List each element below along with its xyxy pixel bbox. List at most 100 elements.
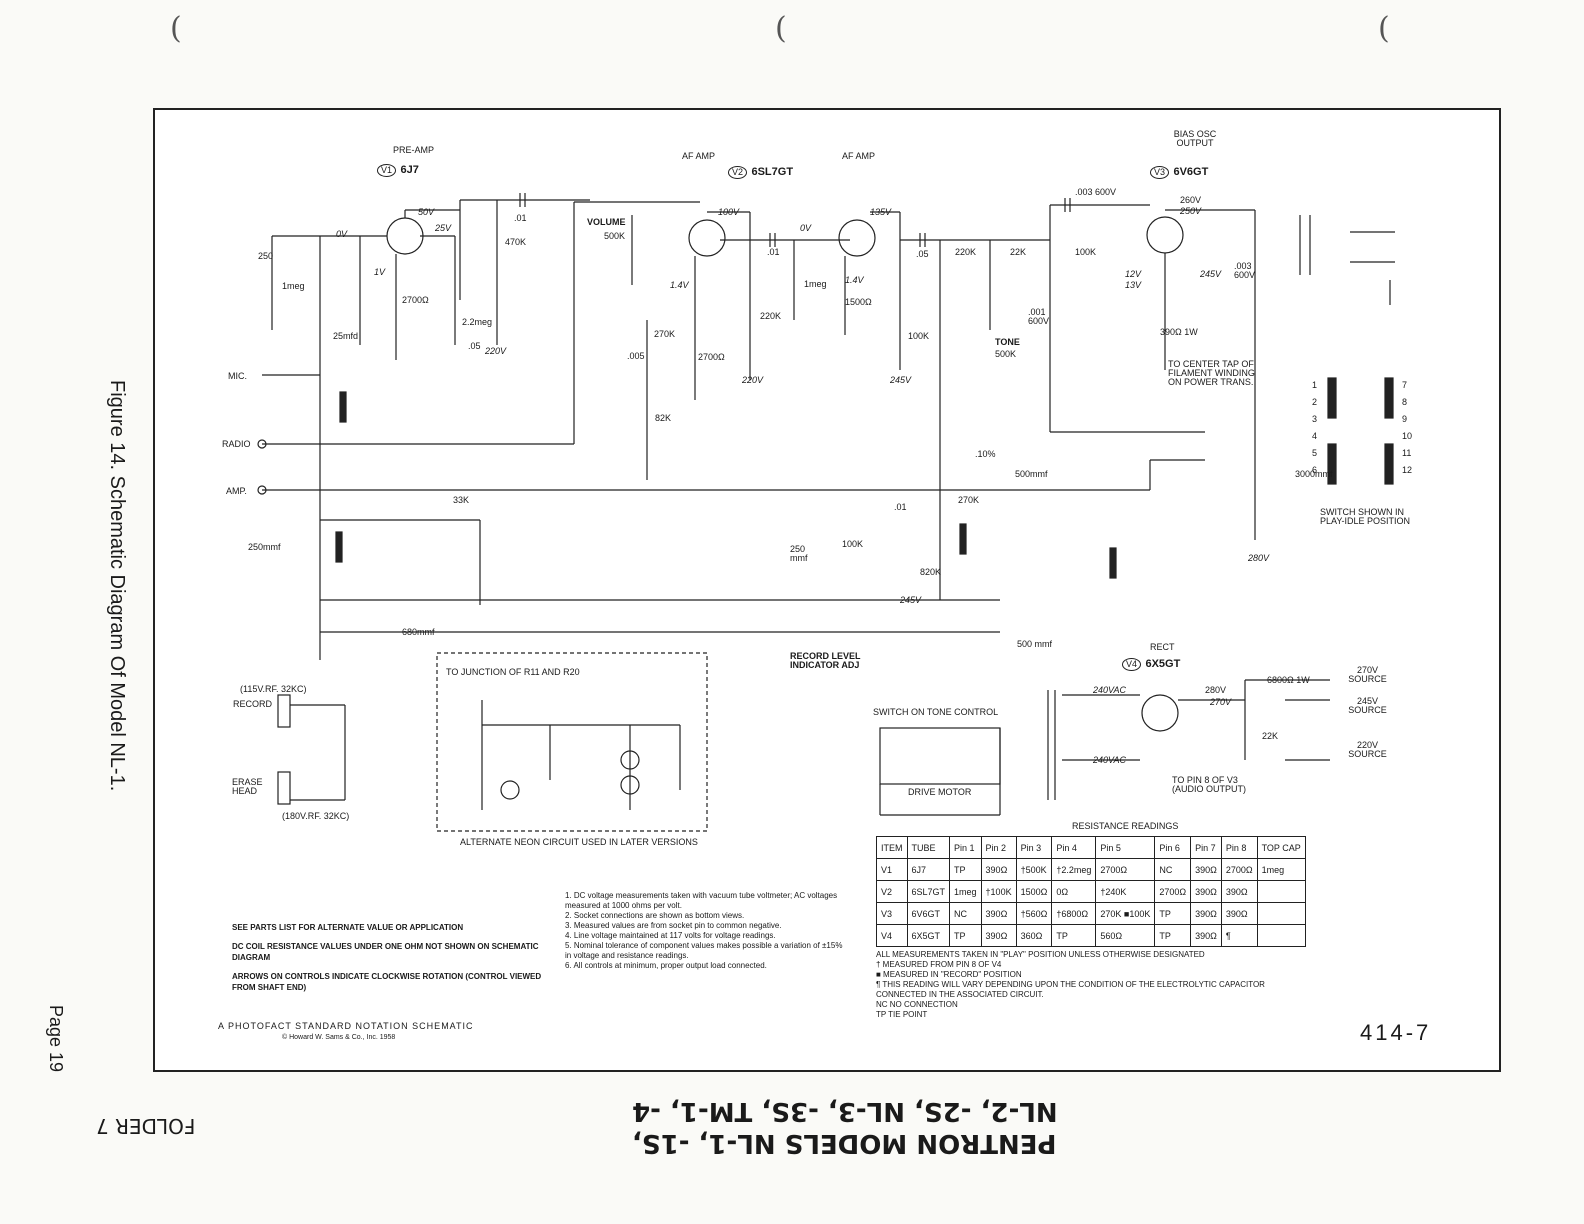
c5-value: .05: [468, 341, 481, 351]
switch-pos: 9: [1402, 414, 1408, 424]
table-cell: 6X5GT: [906, 924, 951, 947]
voltage-label: 0V: [336, 229, 348, 239]
table-cell: ¶: [1220, 924, 1258, 947]
table-cell: TP: [1154, 902, 1192, 925]
table-cell: [1256, 880, 1306, 903]
table-header: ITEM: [876, 836, 908, 859]
c13-value: 500mmf: [1015, 469, 1048, 479]
voltage-label: 240VAC: [1093, 685, 1127, 695]
r20-value: 270K: [958, 495, 980, 505]
photofact-title: A PHOTOFACT STANDARD NOTATION SCHEMATIC: [218, 1021, 474, 1031]
switch-pos: 7: [1402, 380, 1408, 390]
r18-value: 220K: [955, 247, 977, 257]
table-cell: TP: [949, 858, 982, 881]
table-cell: †100K: [980, 880, 1017, 903]
r10-value: 2700Ω: [698, 352, 725, 362]
voltage-label: 240VAC: [1093, 755, 1127, 765]
drive-motor-label: DRIVE MOTOR: [908, 787, 972, 797]
note: † MEASURED FROM PIN 8 OF V4: [876, 960, 1002, 969]
r5-value: 2700Ω: [402, 295, 429, 305]
table-cell: 2700Ω: [1154, 880, 1192, 903]
tube-type: 6X5GT: [1145, 658, 1181, 670]
switch-pos: 5: [1312, 448, 1318, 458]
table-cell: NC: [949, 902, 982, 925]
table-header: Pin 6: [1154, 836, 1192, 859]
c2-value: 25mfd: [333, 331, 359, 341]
table-cell: 390Ω: [1190, 858, 1222, 881]
erase-head-label: ERASE HEAD: [232, 777, 263, 796]
r14-value: 1500Ω: [845, 297, 872, 307]
table-cell: 390Ω: [1220, 902, 1258, 925]
c9-value: .05: [916, 249, 929, 259]
c11-value: .01: [894, 502, 907, 512]
note: 3. Measured values are from socket pin t…: [565, 921, 782, 930]
table-header: Pin 3: [1015, 836, 1053, 859]
table-cell: 6V6GT: [906, 902, 951, 925]
tone-value: 500K: [995, 349, 1017, 359]
stage-label: RECT: [1150, 642, 1175, 652]
stage-label: AF AMP: [682, 151, 716, 161]
volume-value: 500K: [604, 231, 626, 241]
table-cell: TP: [949, 924, 982, 947]
note: ¶ THIS READING WILL VARY DEPENDING UPON …: [876, 980, 1265, 999]
resistance-table: ITEM TUBE Pin 1 Pin 2 Pin 3 Pin 4 Pin 5 …: [876, 836, 1306, 947]
table-cell: V4: [876, 924, 908, 947]
table-cell: 390Ω: [1190, 880, 1222, 903]
c6-value: .01: [514, 213, 527, 223]
table-cell: 2700Ω: [1095, 858, 1156, 881]
note: 2. Socket connections are shown as botto…: [565, 911, 745, 920]
table-cell: V3: [876, 902, 908, 925]
alt-neon-caption: ALTERNATE NEON CIRCUIT USED IN LATER VER…: [460, 837, 698, 847]
table-header-row: ITEM TUBE Pin 1 Pin 2 Pin 3 Pin 4 Pin 5 …: [876, 836, 1306, 859]
c18-value: 680mmf: [402, 627, 435, 637]
table-cell: [1256, 924, 1306, 947]
c7-value: .005: [627, 351, 645, 361]
r13-value: 1meg: [804, 279, 827, 289]
voltage-label: 1.4V: [670, 280, 689, 290]
c8-value: .01: [767, 247, 780, 257]
tube-id: V4: [1122, 658, 1142, 671]
footer-models-line1: PENTRON MODELS NL-1, -1S,: [632, 1128, 1057, 1158]
table-cell: [1256, 902, 1306, 925]
table-cell: 270K ■100K: [1095, 902, 1156, 925]
source-220: 220V SOURCE: [1348, 740, 1387, 759]
table-cell: 390Ω: [1190, 924, 1222, 947]
switch-pos: 6: [1312, 465, 1318, 475]
note: 1. DC voltage measurements taken with va…: [565, 891, 838, 910]
tube-label-v4: V4 6X5GT: [1122, 655, 1180, 671]
voltage-label: 245V: [900, 595, 922, 605]
voltage-label: 1V: [374, 267, 386, 277]
doc-code: 414-7: [1360, 1020, 1432, 1045]
mic-label: MIC.: [228, 371, 247, 381]
copyright: © Howard W. Sams & Co., Inc. 1958: [282, 1034, 396, 1041]
switch-pos: 2: [1312, 397, 1318, 407]
r7-value: 2.2meg: [462, 317, 493, 327]
notes-numbered: 1. DC voltage measurements taken with va…: [565, 891, 845, 971]
rf-180-label: (180V.RF. 32KC): [282, 811, 350, 821]
r19-value: 22K: [1010, 247, 1027, 257]
table-header: Pin 2: [980, 836, 1017, 859]
switch-tone-label: SWITCH ON TONE CONTROL: [873, 707, 999, 717]
voltage-label: 135V: [870, 207, 892, 217]
table-header: TOP CAP: [1256, 836, 1306, 859]
to-pin8-note: TO PIN 8 OF V3 (AUDIO OUTPUT): [1172, 775, 1246, 794]
note: NC NO CONNECTION: [876, 1000, 958, 1009]
table-header: Pin 7: [1190, 836, 1222, 859]
table-cell: V1: [876, 858, 908, 881]
tube-type: 6SL7GT: [751, 166, 794, 178]
r4-value: 1meg: [282, 281, 305, 291]
footer-models-line2: NL-2, -2S, NL-3, -3S, TM-1, -4: [632, 1096, 1058, 1126]
table-cell: 390Ω: [980, 924, 1017, 947]
table-cell: TP: [1154, 924, 1192, 947]
c17-value: 3000mmf: [1295, 469, 1333, 479]
switch-pos: 10: [1402, 431, 1413, 441]
r16-value: 100K: [842, 539, 864, 549]
record-head-label: RECORD: [233, 699, 273, 709]
table-header: TUBE: [906, 836, 951, 859]
table-cell: 390Ω: [1190, 902, 1222, 925]
voltage-label: 13V: [1125, 280, 1142, 290]
rf-115-label: (115V.RF. 32KC): [240, 684, 307, 694]
bracket-mark: (: [1378, 11, 1390, 46]
